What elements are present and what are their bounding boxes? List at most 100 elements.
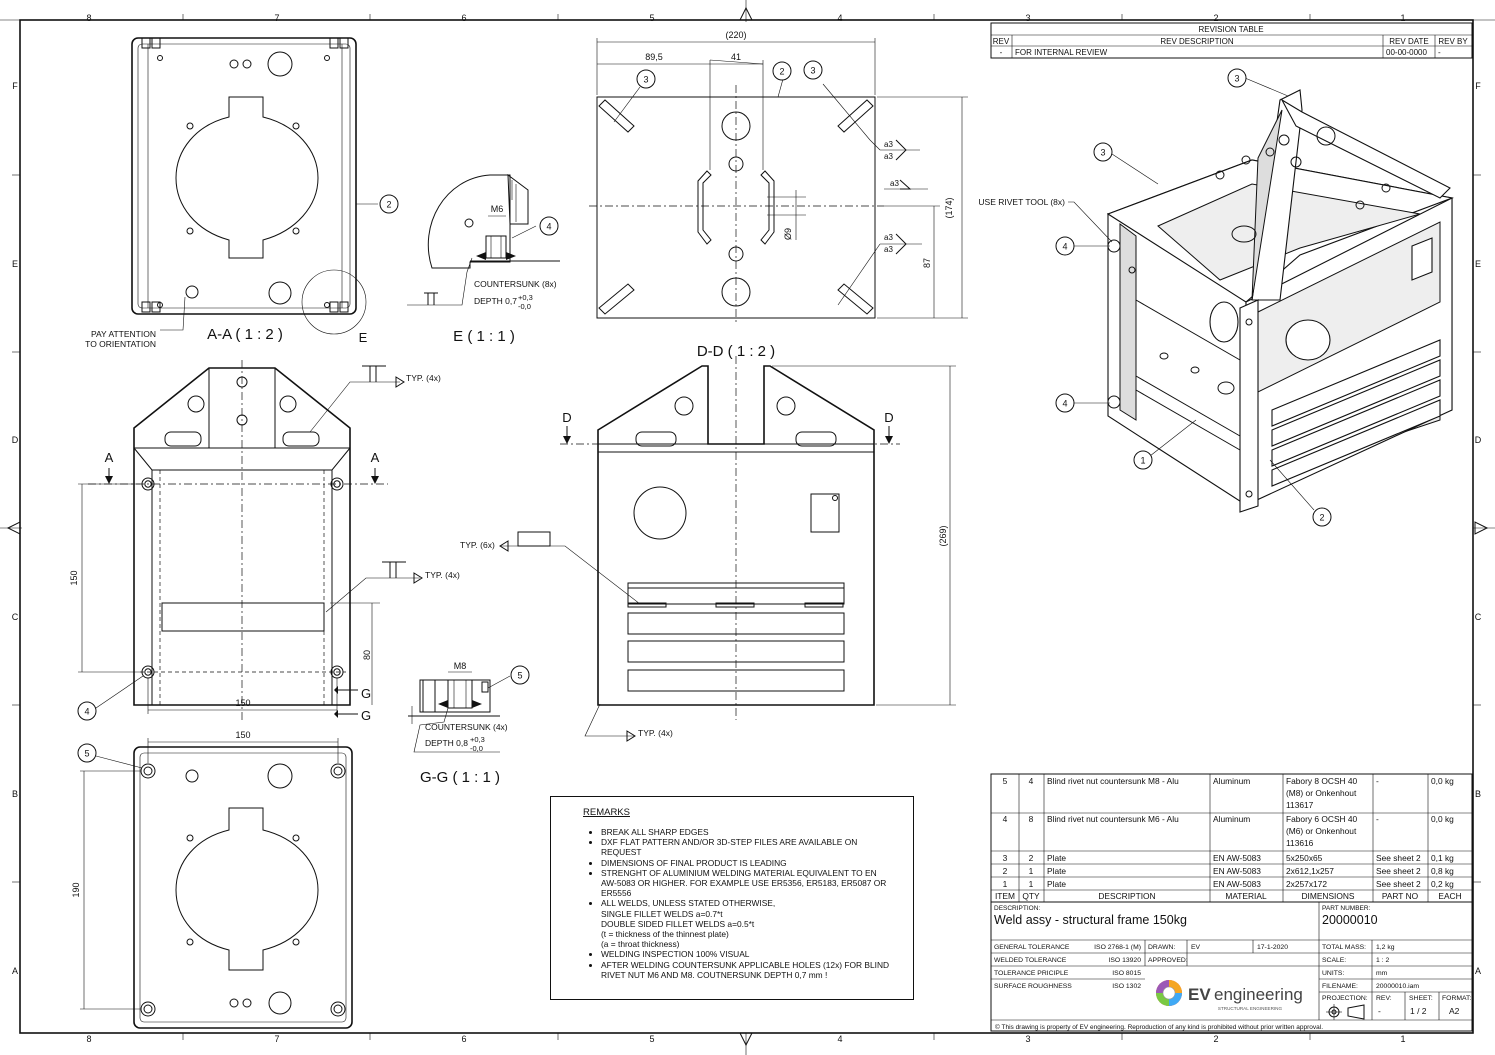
copyright-notice: © This drawing is property of EV enginee… (995, 1023, 1323, 1031)
projection-icon (1326, 1004, 1365, 1020)
row-label: A (12, 966, 18, 976)
bom-qty: 1 (1029, 879, 1034, 889)
rev-header: REV (993, 37, 1010, 46)
bom-dims: (M8) or Onkenhout (1286, 788, 1357, 798)
bom-desc: Plate (1047, 866, 1066, 876)
dim-269: (269) (938, 525, 948, 546)
balloon-3: 3 (643, 75, 648, 85)
bom-item: 2 (1003, 866, 1008, 876)
tolerance-principle: ISO 8015 (1112, 970, 1141, 977)
sheet-value: 1 / 2 (1410, 1006, 1427, 1016)
col-label: 8 (86, 13, 91, 23)
surface-roughness: ISO 1302 (1112, 983, 1141, 990)
balloon-4: 4 (1062, 242, 1067, 252)
view-dd-section: (220) 89,5 41 (174) 87 Ø9 a3 a3 a3 a3 a3 (589, 30, 968, 360)
depth-0-7-label: DEPTH 0,7 (474, 296, 517, 306)
bom-header-dimensions: DIMENSIONS (1301, 891, 1354, 901)
bom-each: 0,8 kg (1431, 866, 1454, 876)
bill-of-materials: 5 4 Blind rivet nut countersunk M8 - Alu… (990, 773, 1473, 903)
tolerance-minus-label: -0,0 (470, 744, 483, 753)
bom-material: Aluminum (1213, 814, 1250, 824)
bom-item: 4 (1003, 814, 1008, 824)
part-number: 20000010 (1322, 913, 1378, 927)
scale-label: SCALE: (1322, 957, 1346, 964)
note-to-orientation: TO ORIENTATION (85, 339, 156, 349)
col-label: 4 (837, 1034, 842, 1044)
row-label: E (1475, 259, 1481, 269)
col-label: 7 (274, 13, 279, 23)
bom-material: EN AW-5083 (1213, 853, 1261, 863)
balloon-4: 4 (1062, 399, 1067, 409)
col-label: 5 (649, 13, 654, 23)
bom-dims: 113616 (1286, 838, 1314, 848)
logo-ev-text: EV (1188, 985, 1211, 1004)
weld-a3-label: a3 (884, 152, 893, 161)
filename: 20000010.iam (1376, 983, 1419, 990)
sheet-label: SHEET: (1409, 995, 1433, 1002)
col-label: 5 (649, 1034, 654, 1044)
surface-roughness-label: SURFACE ROUGHNESS (994, 983, 1072, 990)
drawn-by: EV (1191, 944, 1201, 951)
typ-4x-label-bottom: TYP. (4x) (638, 728, 673, 738)
typ-6x-label: TYP. (6x) (460, 540, 495, 550)
col-label: 6 (461, 1034, 466, 1044)
balloon-1: 1 (1140, 456, 1145, 466)
bottom-view: 150 190 (71, 730, 353, 1029)
balloon-2: 2 (1319, 513, 1324, 523)
welded-tolerance: ISO 13920 (1109, 957, 1142, 964)
col-label: 6 (461, 13, 466, 23)
drawn-label: DRAWN: (1148, 944, 1175, 951)
section-gg-view: M8 COUNTERSUNK (4x) DEPTH 0,8 +0,3 -0,0 … (408, 661, 511, 786)
dim-190: 190 (71, 882, 81, 897)
bom-material: Aluminum (1213, 776, 1250, 786)
bom-material: EN AW-5083 (1213, 879, 1261, 889)
remark-item: DXF FLAT PATTERN AND/OR 3D-STEP FILES AR… (601, 837, 901, 857)
balloon-4: 4 (84, 707, 89, 717)
view-aa-top-plate: E PAY ATTENTION TO ORIENTATION A-A ( 1 :… (85, 37, 378, 349)
side-view: D D (269) TYP. (6x) TYP. (4x) (460, 356, 956, 742)
remark-item: ALL WELDS, UNLESS STATED OTHERWISE, SING… (601, 898, 901, 949)
balloon-5: 5 (84, 749, 89, 759)
dim-150-front: 150 (235, 698, 250, 708)
revision-table: REVISION TABLE REV REV DESCRIPTION REV D… (990, 22, 1473, 59)
balloon-4: 4 (546, 222, 551, 232)
col-label: 1 (1400, 1034, 1405, 1044)
section-a-marker-left: A (105, 450, 114, 465)
weld-a3-label: a3 (890, 179, 899, 188)
bom-header-part-no: PART NO (1382, 891, 1419, 901)
bom-dims: 2x612,1x257 (1286, 866, 1334, 876)
col-label: 2 (1213, 1034, 1218, 1044)
front-view: A A 150 150 80 G G TYP. (4x) TYP. (4x) (69, 360, 460, 723)
bom-each: 0,0 kg (1431, 776, 1454, 786)
tolerance-plus-label: +0,3 (518, 293, 533, 302)
welded-tolerance-label: WELDED TOLERANCE (994, 957, 1067, 964)
rev-date-header: REV DATE (1389, 37, 1428, 46)
bom-dims: (M6) or Onkenhout (1286, 826, 1357, 836)
bom-desc: Plate (1047, 853, 1066, 863)
typ-4x-label-mid: TYP. (4x) (425, 570, 460, 580)
row-label: A (1475, 966, 1481, 976)
revision-table-title: REVISION TABLE (1198, 25, 1263, 34)
drawing-description: Weld assy - structural frame 150kg (994, 913, 1187, 927)
row-label: E (12, 259, 18, 269)
col-label: 3 (1025, 13, 1030, 23)
bom-item: 5 (1003, 776, 1008, 786)
bom-header-material: MATERIAL (1225, 891, 1267, 901)
ev-engineering-logo: EV engineering STRUCTURAL ENGINEERING (1156, 980, 1303, 1011)
countersunk-4x-label: COUNTERSUNK (4x) (425, 722, 508, 732)
bom-qty: 1 (1029, 866, 1034, 876)
dim-150-bottom: 150 (235, 730, 250, 740)
row-label: F (12, 81, 18, 91)
dim-87: 87 (922, 258, 932, 268)
title-block: DESCRIPTION: Weld assy - structural fram… (990, 901, 1473, 1032)
tolerance-minus-label: -0,0 (518, 302, 531, 311)
zone-column-labels: 8 7 6 5 4 3 2 1 8 7 6 5 4 3 2 1 (86, 13, 1405, 1044)
bom-part: - (1376, 776, 1379, 786)
bom-desc: Plate (1047, 879, 1066, 889)
dim-220: (220) (725, 30, 746, 40)
col-label: 8 (86, 1034, 91, 1044)
section-a-marker-right: A (371, 450, 380, 465)
bom-material: EN AW-5083 (1213, 866, 1261, 876)
balloon-3: 3 (810, 66, 815, 76)
